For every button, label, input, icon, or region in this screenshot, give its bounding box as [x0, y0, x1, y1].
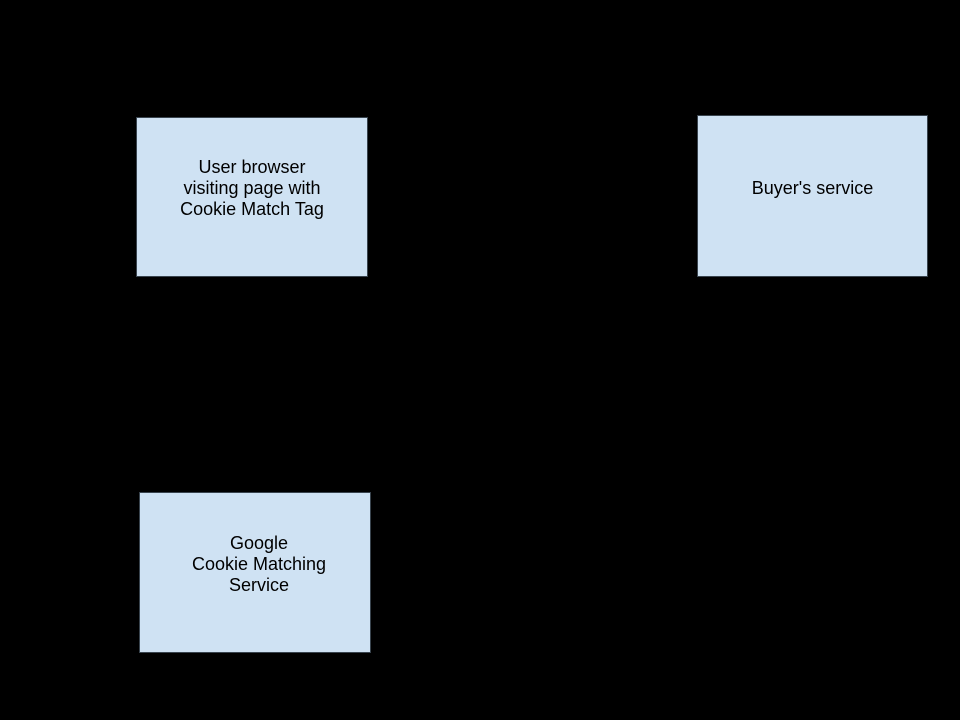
node-user-browser-label: User browser visiting page with Cookie M… — [180, 156, 324, 219]
node-user-browser: User browser visiting page with Cookie M… — [136, 117, 368, 277]
node-google-cookie-matching-service: Google Cookie Matching Service — [139, 492, 371, 653]
node-buyers-service-label: Buyer's service — [751, 177, 874, 198]
node-google-cookie-matching-service-label: Google Cookie Matching Service — [191, 533, 327, 595]
node-buyers-service: Buyer's service — [697, 115, 928, 277]
